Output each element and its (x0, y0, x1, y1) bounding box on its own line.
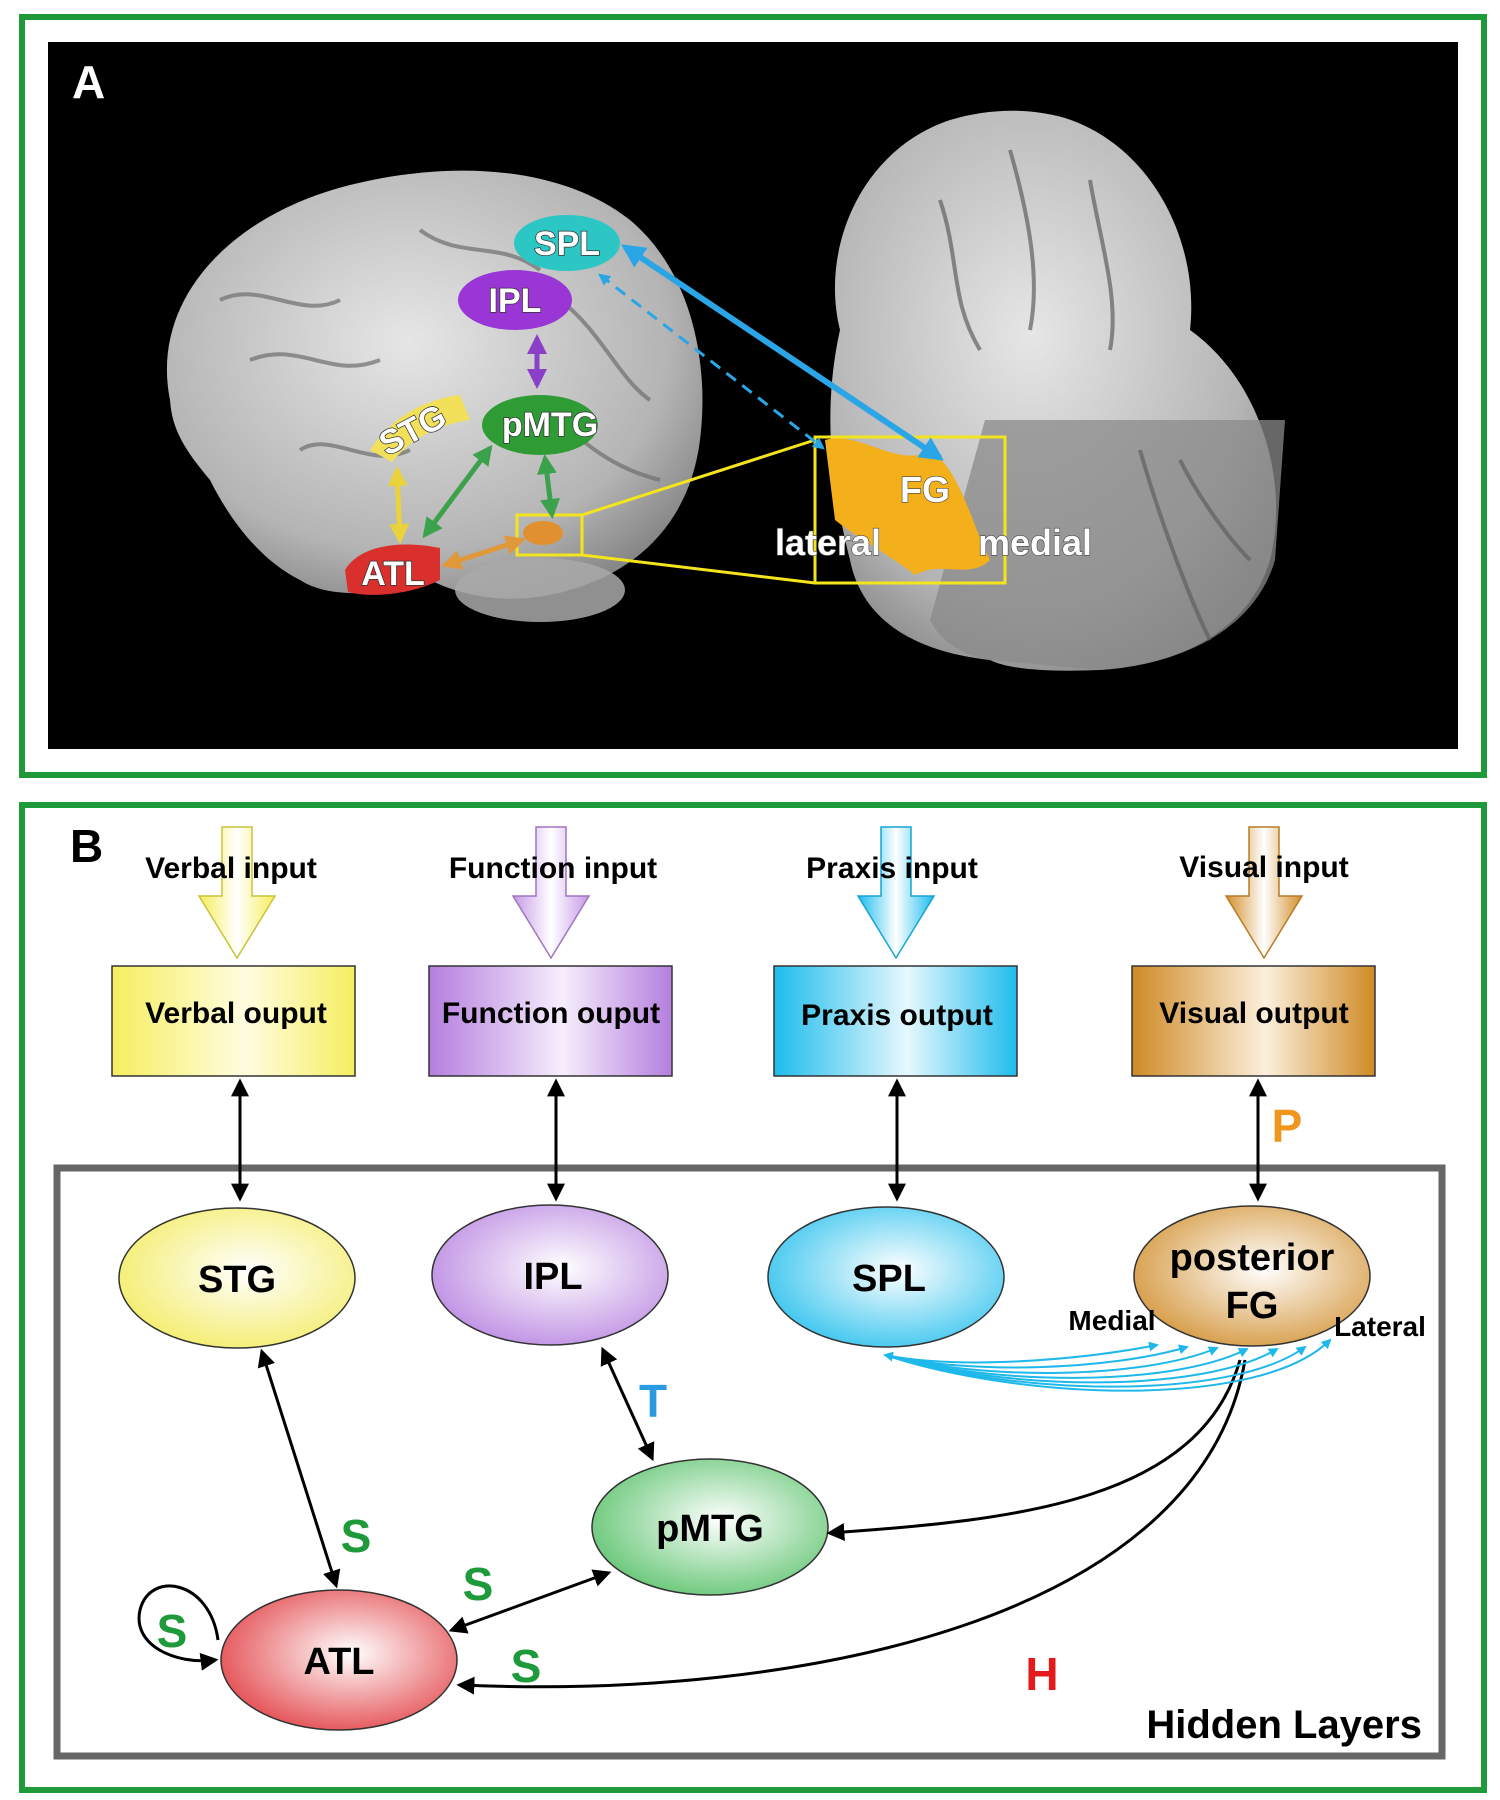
zoom-line-bottom (581, 553, 816, 585)
praxis-output-label: Praxis output (801, 999, 993, 1032)
verbal-input-label: Verbal input (145, 852, 317, 885)
arrow-stg-atl (387, 466, 410, 544)
fg-medial-label: medial (978, 522, 1092, 563)
panel-a-letter: A (72, 56, 105, 108)
pmtg-node-label: pMTG (656, 1508, 764, 1550)
ipl-node (431, 1204, 669, 1346)
verbal-output-label: Verbal ouput (145, 997, 327, 1030)
visual-input-label: Visual input (1179, 851, 1348, 884)
ipl-region (458, 270, 572, 330)
stg-node (118, 1207, 356, 1349)
arrow-pmtg-atl (422, 444, 493, 539)
s-pmtg-atl-label: S (463, 1558, 494, 1610)
arrow-pmtg-atl (448, 1569, 612, 1634)
verbal-output-box (111, 965, 356, 1077)
posterior-fg-label-line2: FG (1226, 1285, 1279, 1327)
s-fg-atl-label: S (511, 1640, 542, 1692)
praxis-input-arrow (856, 826, 936, 960)
praxis-output-box (773, 965, 1018, 1077)
fg-lateral-label: Lateral (1334, 1311, 1426, 1342)
arrow-fg-pmtg (826, 1359, 1242, 1541)
visual-output-box (1131, 965, 1376, 1077)
arrow-fg-atl (456, 1359, 1247, 1695)
fg-small-region (523, 521, 563, 545)
h-connection-label: H (1025, 1648, 1058, 1700)
atl-region (345, 544, 440, 595)
spl-region-label: SPL (534, 225, 600, 263)
s-stg-atl-label: S (341, 1510, 372, 1562)
p-connection-label: P (1272, 1100, 1303, 1152)
pmtg-region-label: pMTG (502, 406, 598, 444)
spl-region (514, 215, 620, 271)
visual-output-label: Visual output (1159, 997, 1348, 1030)
stg-region (370, 395, 470, 462)
atl-self-loop (137, 1584, 220, 1671)
atl-node (220, 1589, 458, 1731)
spl-fg-connection-fan (883, 1338, 1332, 1392)
fg-lateral-label: lateral (775, 522, 881, 563)
praxis-input-label: Praxis input (806, 852, 978, 885)
posterior-fg-node (1133, 1205, 1371, 1347)
stg-node-label: STG (198, 1259, 276, 1301)
atl-node-label: ATL (303, 1641, 374, 1683)
verbal-input-arrow (197, 826, 277, 960)
atl-region-label: ATL (361, 555, 425, 593)
arrow-pmtg-fg (537, 454, 560, 519)
t-connection-label: T (639, 1375, 667, 1427)
fg-region-label: FG (900, 469, 950, 510)
arrow-ipl-pmtg (600, 1346, 655, 1462)
fg-medial-label: Medial (1068, 1305, 1155, 1336)
hidden-layers-frame (53, 1164, 1446, 1760)
ipl-node-label: IPL (523, 1256, 582, 1298)
function-input-arrow (511, 826, 591, 960)
posterior-fg-label-line1: posterior (1170, 1237, 1335, 1279)
ipl-region-label: IPL (489, 282, 542, 320)
function-output-box (428, 965, 673, 1077)
hidden-layers-label: Hidden Layers (1146, 1703, 1422, 1747)
panel-b-letter: B (70, 820, 103, 872)
spl-node-label: SPL (852, 1258, 926, 1300)
s-atl-loop-label: S (157, 1605, 188, 1657)
function-output-label: Function ouput (442, 997, 660, 1030)
function-input-label: Function input (449, 852, 657, 885)
arrow-spl-fg-dashed (598, 273, 825, 450)
arrow-atl-fg (441, 535, 526, 570)
pmtg-region (482, 395, 598, 455)
visual-input-arrow (1224, 826, 1304, 960)
arrow-stg-atl (257, 1348, 341, 1589)
fg-activation (825, 438, 990, 575)
